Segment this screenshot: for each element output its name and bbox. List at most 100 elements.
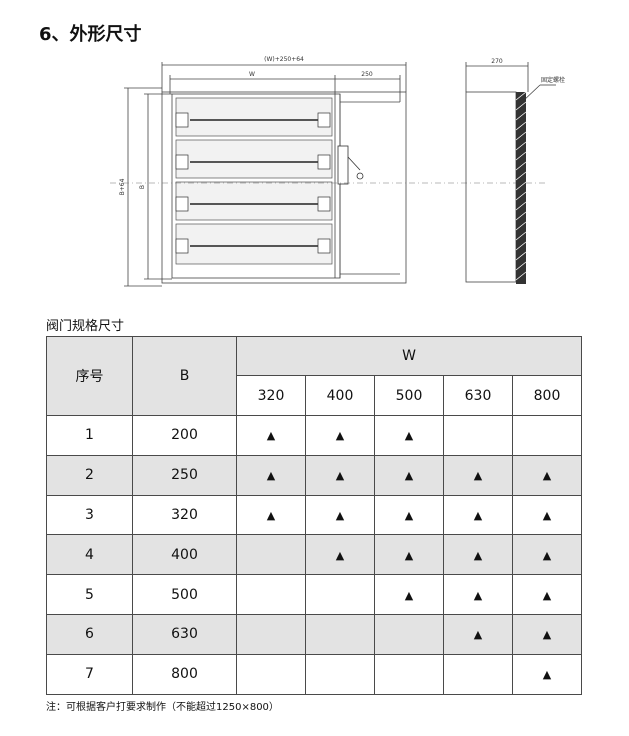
availability-cell: ▲ (443, 494, 513, 536)
availability-cell: ▲ (374, 494, 444, 536)
front-frame (161, 91, 407, 284)
header-w: W (236, 336, 582, 376)
row-number: 5 (46, 574, 133, 615)
availability-cell: ▲ (512, 653, 582, 695)
availability-cell: ▲ (305, 415, 375, 456)
row-b-value: 400 (132, 534, 237, 576)
dim-w-label: W (249, 71, 255, 78)
availability-cell: ▲ (443, 613, 513, 655)
available-mark: ▲ (335, 469, 345, 483)
available-mark: ▲ (542, 469, 552, 483)
availability-cell (236, 574, 306, 615)
row-number: 6 (46, 613, 133, 655)
w-value: 400 (305, 375, 375, 416)
availability-cell (305, 653, 375, 695)
dim-b-label: B (139, 185, 146, 189)
availability-cell: ▲ (512, 494, 582, 536)
row-number: 4 (46, 534, 133, 576)
available-mark: ▲ (404, 508, 414, 522)
row-b-value: 250 (132, 454, 237, 496)
availability-cell: ▲ (512, 534, 582, 576)
callout-label: 固定螺栓 (541, 76, 565, 84)
availability-cell (374, 613, 444, 655)
availability-cell (305, 574, 375, 615)
w-value: 500 (374, 375, 444, 416)
available-mark: ▲ (542, 668, 552, 682)
availability-cell: ▲ (236, 494, 306, 536)
w-value: 630 (443, 375, 513, 416)
dim-250-label: 250 (361, 71, 373, 78)
available-mark: ▲ (542, 548, 552, 562)
availability-cell (512, 415, 582, 456)
availability-cell: ▲ (443, 534, 513, 576)
dim-270-label: 270 (491, 58, 503, 65)
availability-cell: ▲ (374, 454, 444, 496)
w-value: 320 (236, 375, 306, 416)
row-b-value: 500 (132, 574, 237, 615)
available-mark: ▲ (266, 508, 276, 522)
available-mark: ▲ (335, 429, 345, 443)
available-mark: ▲ (473, 628, 483, 642)
available-mark: ▲ (404, 469, 414, 483)
availability-cell: ▲ (512, 454, 582, 496)
header-no: 序号 (46, 336, 133, 416)
availability-cell (236, 534, 306, 576)
header-b: B (132, 336, 237, 416)
row-b-value: 630 (132, 613, 237, 655)
availability-cell: ▲ (305, 454, 375, 496)
row-b-value: 800 (132, 653, 237, 695)
available-mark: ▲ (473, 508, 483, 522)
availability-cell: ▲ (374, 534, 444, 576)
availability-cell: ▲ (443, 574, 513, 615)
availability-cell (443, 653, 513, 695)
table-title: 阀门规格尺寸 (46, 319, 125, 334)
row-b-value: 200 (132, 415, 237, 456)
availability-cell: ▲ (443, 454, 513, 496)
available-mark: ▲ (542, 628, 552, 642)
available-mark: ▲ (266, 429, 276, 443)
availability-cell: ▲ (512, 613, 582, 655)
availability-cell (305, 613, 375, 655)
availability-cell: ▲ (305, 494, 375, 536)
footnote: 注：可根据客户打要求制作（不能超过1250×800） (46, 702, 279, 713)
available-mark: ▲ (542, 508, 552, 522)
availability-cell: ▲ (512, 574, 582, 615)
section-heading: 6、外形尺寸 (39, 24, 142, 45)
row-number: 1 (46, 415, 133, 456)
dimension-drawing: (W)+250+64 W 250 270 固定螺栓 B+64 B (110, 56, 565, 287)
row-b-value: 320 (132, 494, 237, 536)
available-mark: ▲ (266, 469, 276, 483)
available-mark: ▲ (404, 588, 414, 602)
availability-cell (236, 653, 306, 695)
available-mark: ▲ (542, 588, 552, 602)
availability-cell: ▲ (305, 534, 375, 576)
available-mark: ▲ (473, 548, 483, 562)
available-mark: ▲ (404, 548, 414, 562)
availability-cell (236, 613, 306, 655)
availability-cell (374, 653, 444, 695)
side-frame (465, 91, 517, 283)
available-mark: ▲ (473, 469, 483, 483)
dim-total-label: (W)+250+64 (264, 56, 304, 63)
availability-cell: ▲ (374, 415, 444, 456)
available-mark: ▲ (335, 548, 345, 562)
row-number: 2 (46, 454, 133, 496)
available-mark: ▲ (404, 429, 414, 443)
available-mark: ▲ (335, 508, 345, 522)
w-value: 800 (512, 375, 582, 416)
availability-cell: ▲ (236, 454, 306, 496)
available-mark: ▲ (473, 588, 483, 602)
availability-cell: ▲ (374, 574, 444, 615)
dim-b64-label: B+64 (119, 178, 126, 195)
row-number: 7 (46, 653, 133, 695)
availability-cell: ▲ (236, 415, 306, 456)
